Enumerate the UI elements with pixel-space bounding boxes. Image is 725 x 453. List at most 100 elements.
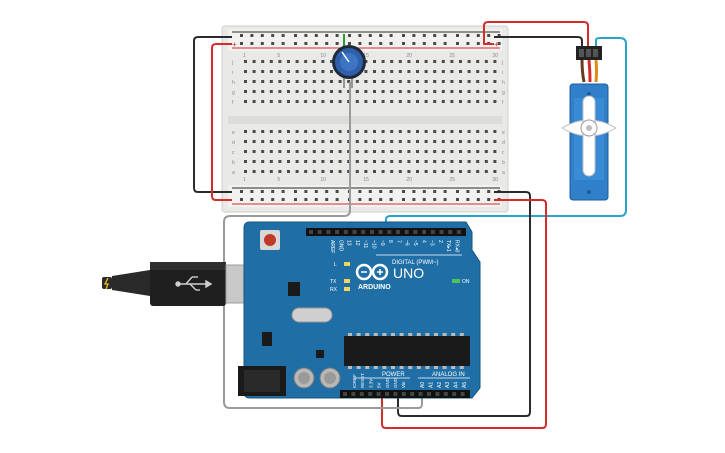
rail-hole[interactable] bbox=[422, 198, 426, 201]
rail-hole[interactable] bbox=[402, 198, 405, 201]
terminal-hole[interactable] bbox=[441, 160, 445, 163]
terminal-hole[interactable] bbox=[295, 60, 299, 63]
rail-hole[interactable] bbox=[335, 42, 339, 45]
terminal-hole[interactable] bbox=[355, 90, 359, 93]
terminal-hole[interactable] bbox=[441, 140, 445, 143]
header-pin[interactable] bbox=[343, 392, 347, 396]
rail-hole[interactable] bbox=[402, 42, 405, 45]
terminal-hole[interactable] bbox=[476, 60, 480, 63]
terminal-hole[interactable] bbox=[252, 160, 256, 163]
terminal-hole[interactable] bbox=[407, 80, 411, 83]
terminal-hole[interactable] bbox=[364, 70, 368, 73]
terminal-hole[interactable] bbox=[476, 160, 480, 163]
header-pin[interactable] bbox=[401, 392, 406, 396]
terminal-hole[interactable] bbox=[459, 140, 462, 143]
terminal-hole[interactable] bbox=[381, 150, 385, 153]
rail-hole[interactable] bbox=[412, 34, 416, 37]
rail-hole[interactable] bbox=[476, 190, 480, 193]
terminal-hole[interactable] bbox=[269, 70, 273, 73]
terminal-hole[interactable] bbox=[330, 160, 333, 163]
rail-hole[interactable] bbox=[433, 42, 437, 45]
terminal-hole[interactable] bbox=[416, 90, 419, 93]
terminal-hole[interactable] bbox=[493, 150, 497, 153]
terminal-hole[interactable] bbox=[484, 160, 488, 163]
header-pin[interactable] bbox=[430, 230, 435, 234]
header-pin[interactable] bbox=[418, 392, 423, 396]
terminal-hole[interactable] bbox=[416, 140, 419, 143]
terminal-hole[interactable] bbox=[304, 160, 308, 163]
terminal-hole[interactable] bbox=[304, 70, 308, 73]
rail-hole[interactable] bbox=[294, 42, 297, 45]
terminal-hole[interactable] bbox=[398, 100, 402, 103]
terminal-hole[interactable] bbox=[416, 70, 419, 73]
rail-hole[interactable] bbox=[281, 198, 285, 201]
terminal-hole[interactable] bbox=[321, 100, 325, 103]
terminal-hole[interactable] bbox=[450, 90, 454, 93]
terminal-hole[interactable] bbox=[244, 140, 247, 143]
terminal-hole[interactable] bbox=[450, 80, 454, 83]
terminal-hole[interactable] bbox=[450, 170, 454, 173]
terminal-hole[interactable] bbox=[278, 60, 282, 63]
rail-hole[interactable] bbox=[358, 190, 362, 193]
header-pin[interactable] bbox=[317, 230, 322, 234]
rail-hole[interactable] bbox=[260, 42, 264, 45]
terminal-hole[interactable] bbox=[355, 160, 359, 163]
terminal-hole[interactable] bbox=[407, 160, 411, 163]
rail-hole[interactable] bbox=[466, 198, 470, 201]
rail-hole[interactable] bbox=[304, 198, 308, 201]
terminal-hole[interactable] bbox=[304, 140, 308, 143]
rail-hole[interactable] bbox=[412, 198, 416, 201]
rail-hole[interactable] bbox=[358, 34, 362, 37]
rail-hole[interactable] bbox=[422, 42, 426, 45]
rail-hole[interactable] bbox=[497, 42, 501, 45]
terminal-hole[interactable] bbox=[450, 60, 454, 63]
terminal-hole[interactable] bbox=[287, 90, 290, 93]
rail-hole[interactable] bbox=[443, 42, 447, 45]
terminal-hole[interactable] bbox=[493, 80, 497, 83]
rail-hole[interactable] bbox=[260, 34, 264, 37]
rail-hole[interactable] bbox=[281, 190, 285, 193]
terminal-hole[interactable] bbox=[484, 140, 488, 143]
terminal-hole[interactable] bbox=[287, 170, 290, 173]
terminal-hole[interactable] bbox=[278, 150, 282, 153]
rail-hole[interactable] bbox=[325, 198, 329, 201]
terminal-hole[interactable] bbox=[484, 100, 488, 103]
terminal-hole[interactable] bbox=[390, 160, 394, 163]
terminal-hole[interactable] bbox=[312, 60, 316, 63]
terminal-hole[interactable] bbox=[304, 90, 308, 93]
rail-hole[interactable] bbox=[281, 42, 285, 45]
terminal-hole[interactable] bbox=[347, 170, 351, 173]
rail-hole[interactable] bbox=[476, 198, 480, 201]
header-pin[interactable] bbox=[352, 230, 357, 234]
terminal-hole[interactable] bbox=[373, 100, 376, 103]
rail-hole[interactable] bbox=[294, 198, 297, 201]
rail-hole[interactable] bbox=[389, 34, 393, 37]
terminal-hole[interactable] bbox=[269, 130, 273, 133]
rail-hole[interactable] bbox=[422, 34, 426, 37]
terminal-hole[interactable] bbox=[441, 90, 445, 93]
terminal-hole[interactable] bbox=[269, 100, 273, 103]
header-pin[interactable] bbox=[368, 392, 373, 396]
rail-hole[interactable] bbox=[335, 190, 339, 193]
terminal-hole[interactable] bbox=[295, 100, 299, 103]
terminal-hole[interactable] bbox=[355, 100, 359, 103]
terminal-hole[interactable] bbox=[287, 100, 290, 103]
terminal-hole[interactable] bbox=[321, 140, 325, 143]
terminal-hole[interactable] bbox=[484, 170, 488, 173]
terminal-hole[interactable] bbox=[433, 160, 437, 163]
rail-hole[interactable] bbox=[456, 42, 459, 45]
terminal-hole[interactable] bbox=[459, 130, 462, 133]
terminal-hole[interactable] bbox=[381, 140, 385, 143]
terminal-hole[interactable] bbox=[338, 160, 342, 163]
rail-hole[interactable] bbox=[304, 34, 308, 37]
terminal-hole[interactable] bbox=[312, 90, 316, 93]
header-pin[interactable] bbox=[427, 392, 431, 396]
terminal-hole[interactable] bbox=[467, 130, 471, 133]
terminal-hole[interactable] bbox=[312, 150, 316, 153]
rail-hole[interactable] bbox=[271, 198, 275, 201]
rail-hole[interactable] bbox=[304, 190, 308, 193]
rail-hole[interactable] bbox=[250, 198, 254, 201]
rail-hole[interactable] bbox=[348, 34, 351, 37]
rail-hole[interactable] bbox=[433, 198, 437, 201]
terminal-hole[interactable] bbox=[287, 140, 290, 143]
